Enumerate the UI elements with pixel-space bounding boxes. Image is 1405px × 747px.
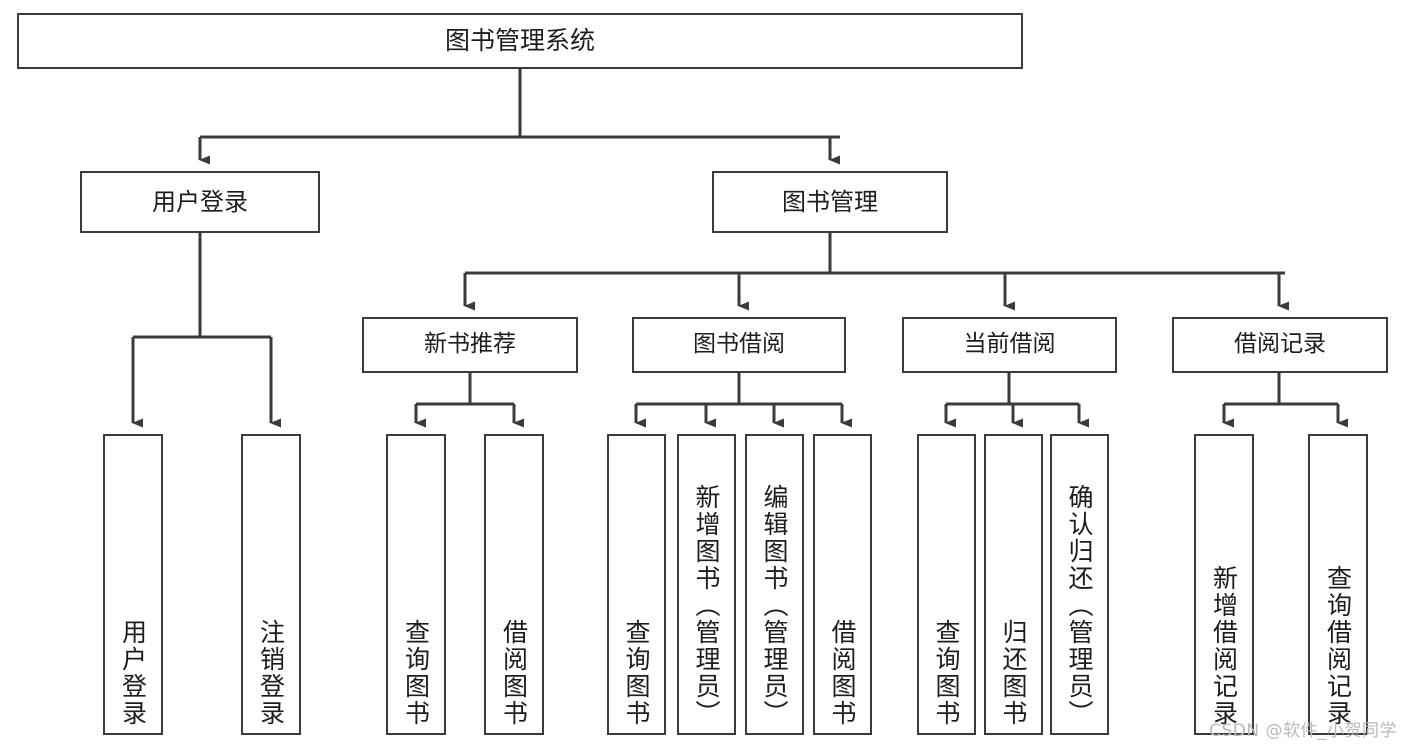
node-user-login-label: 用户登录 (152, 187, 248, 216)
node-leaf-query-book-2[interactable]: 查询图书 (607, 434, 666, 735)
node-book-borrow-label: 图书借阅 (693, 331, 785, 358)
node-leaf-query-record-label: 查询借阅记录 (1323, 565, 1353, 727)
node-leaf-add-record-label: 新增借阅记录 (1209, 565, 1239, 727)
node-leaf-borrow-book-2-label: 借阅图书 (828, 619, 857, 727)
node-leaf-query-book-3[interactable]: 查询图书 (917, 434, 976, 735)
node-leaf-user-login-label: 用户登录 (118, 619, 148, 727)
node-leaf-query-record[interactable]: 查询借阅记录 (1308, 434, 1368, 735)
node-leaf-edit-book[interactable]: 编辑图书（管理员） (745, 434, 804, 735)
node-leaf-add-book[interactable]: 新增图书（管理员） (677, 434, 736, 735)
node-leaf-logout[interactable]: 注销登录 (241, 434, 301, 735)
node-new-book-recommend[interactable]: 新书推荐 (362, 317, 578, 373)
node-leaf-query-book-1-label: 查询图书 (401, 619, 431, 727)
node-leaf-borrow-book-1-label: 借阅图书 (499, 619, 529, 727)
node-book-manage[interactable]: 图书管理 (712, 171, 948, 233)
node-root-label: 图书管理系统 (444, 26, 595, 55)
node-borrow-record[interactable]: 借阅记录 (1172, 317, 1388, 373)
node-current-borrow[interactable]: 当前借阅 (902, 317, 1117, 373)
node-leaf-borrow-book-1[interactable]: 借阅图书 (484, 434, 544, 735)
node-new-book-recommend-label: 新书推荐 (424, 331, 516, 358)
node-leaf-add-record[interactable]: 新增借阅记录 (1194, 434, 1254, 735)
node-leaf-query-book-2-label: 查询图书 (622, 619, 651, 727)
node-leaf-query-book-3-label: 查询图书 (932, 619, 961, 727)
node-leaf-edit-book-label: 编辑图书（管理员） (760, 484, 789, 727)
node-leaf-user-login[interactable]: 用户登录 (103, 434, 163, 735)
node-book-borrow[interactable]: 图书借阅 (632, 317, 846, 373)
node-book-manage-label: 图书管理 (782, 187, 878, 216)
node-leaf-query-book-1[interactable]: 查询图书 (386, 434, 446, 735)
node-leaf-confirm-return[interactable]: 确认归还（管理员） (1050, 434, 1109, 735)
csdn-watermark: CSDN @软件_小贺同学 (1209, 721, 1397, 741)
node-leaf-logout-label: 注销登录 (256, 619, 286, 727)
node-user-login[interactable]: 用户登录 (80, 171, 320, 233)
node-root-system[interactable]: 图书管理系统 (17, 13, 1023, 69)
node-borrow-record-label: 借阅记录 (1234, 331, 1326, 358)
node-leaf-return-book-label: 归还图书 (999, 619, 1028, 727)
node-current-borrow-label: 当前借阅 (963, 331, 1056, 358)
node-leaf-confirm-return-label: 确认归还（管理员） (1065, 484, 1094, 727)
node-leaf-borrow-book-2[interactable]: 借阅图书 (813, 434, 872, 735)
node-leaf-return-book[interactable]: 归还图书 (984, 434, 1043, 735)
node-leaf-add-book-label: 新增图书（管理员） (692, 484, 721, 727)
